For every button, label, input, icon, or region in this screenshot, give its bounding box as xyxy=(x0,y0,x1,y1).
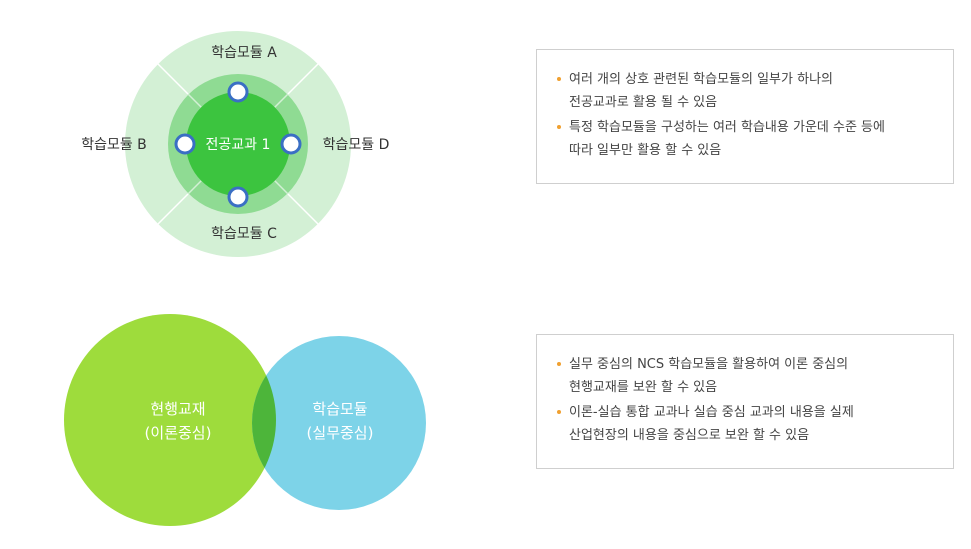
note-item: 이론-실습 통합 교과나 실습 중심 교과의 내용을 실제 산업현장의 내용을 … xyxy=(557,401,937,447)
module-usage-notes: 여러 개의 상호 관련된 학습모듈의 일부가 하나의 전공교과로 활용 될 수 … xyxy=(536,49,954,184)
bullet-dot xyxy=(557,410,561,414)
bullet-dot xyxy=(557,362,561,366)
module-b-label: 학습모듈 B xyxy=(81,137,147,153)
venn-right-circle xyxy=(252,336,426,510)
venn-right-title: 학습모듈 xyxy=(312,400,367,418)
center-core xyxy=(186,92,290,196)
note-item: 여러 개의 상호 관련된 학습모듈의 일부가 하나의 전공교과로 활용 될 수 … xyxy=(557,68,937,114)
module-c-label: 학습모듈 C xyxy=(211,226,277,242)
venn-right-sub: (실무중심) xyxy=(307,424,374,442)
node-right xyxy=(280,133,302,155)
node-bottom xyxy=(227,186,249,208)
ring-dividers xyxy=(157,63,319,225)
venn-left-sub: (이론중심) xyxy=(145,424,212,442)
node-top xyxy=(227,81,249,103)
module-d-label: 학습모듈 D xyxy=(323,137,390,153)
bullet-dot xyxy=(557,77,561,81)
node-left xyxy=(174,133,196,155)
center-label: 전공교과 1 xyxy=(206,137,271,153)
note-item: 실무 중심의 NCS 학습모듈을 활용하여 이론 중심의 현행교재를 보완 할 … xyxy=(557,353,937,399)
venn-diagram: 현행교재 (이론중심) 학습모듈 (실무중심) xyxy=(64,314,426,526)
venn-left-circle xyxy=(64,314,276,526)
textbook-supplement-notes: 실무 중심의 NCS 학습모듈을 활용하여 이론 중심의 현행교재를 보완 할 … xyxy=(536,334,954,469)
module-a-label: 학습모듈 A xyxy=(211,45,277,61)
bullet-dot xyxy=(557,125,561,129)
venn-left-title: 현행교재 xyxy=(150,400,205,418)
note-item: 특정 학습모듈을 구성하는 여러 학습내용 가운데 수준 등에 따라 일부만 활… xyxy=(557,116,937,162)
module-concentric-diagram: 전공교과 1 학습모듈 A 학습모듈 B 학습모듈 C 학습모듈 D xyxy=(81,31,390,257)
